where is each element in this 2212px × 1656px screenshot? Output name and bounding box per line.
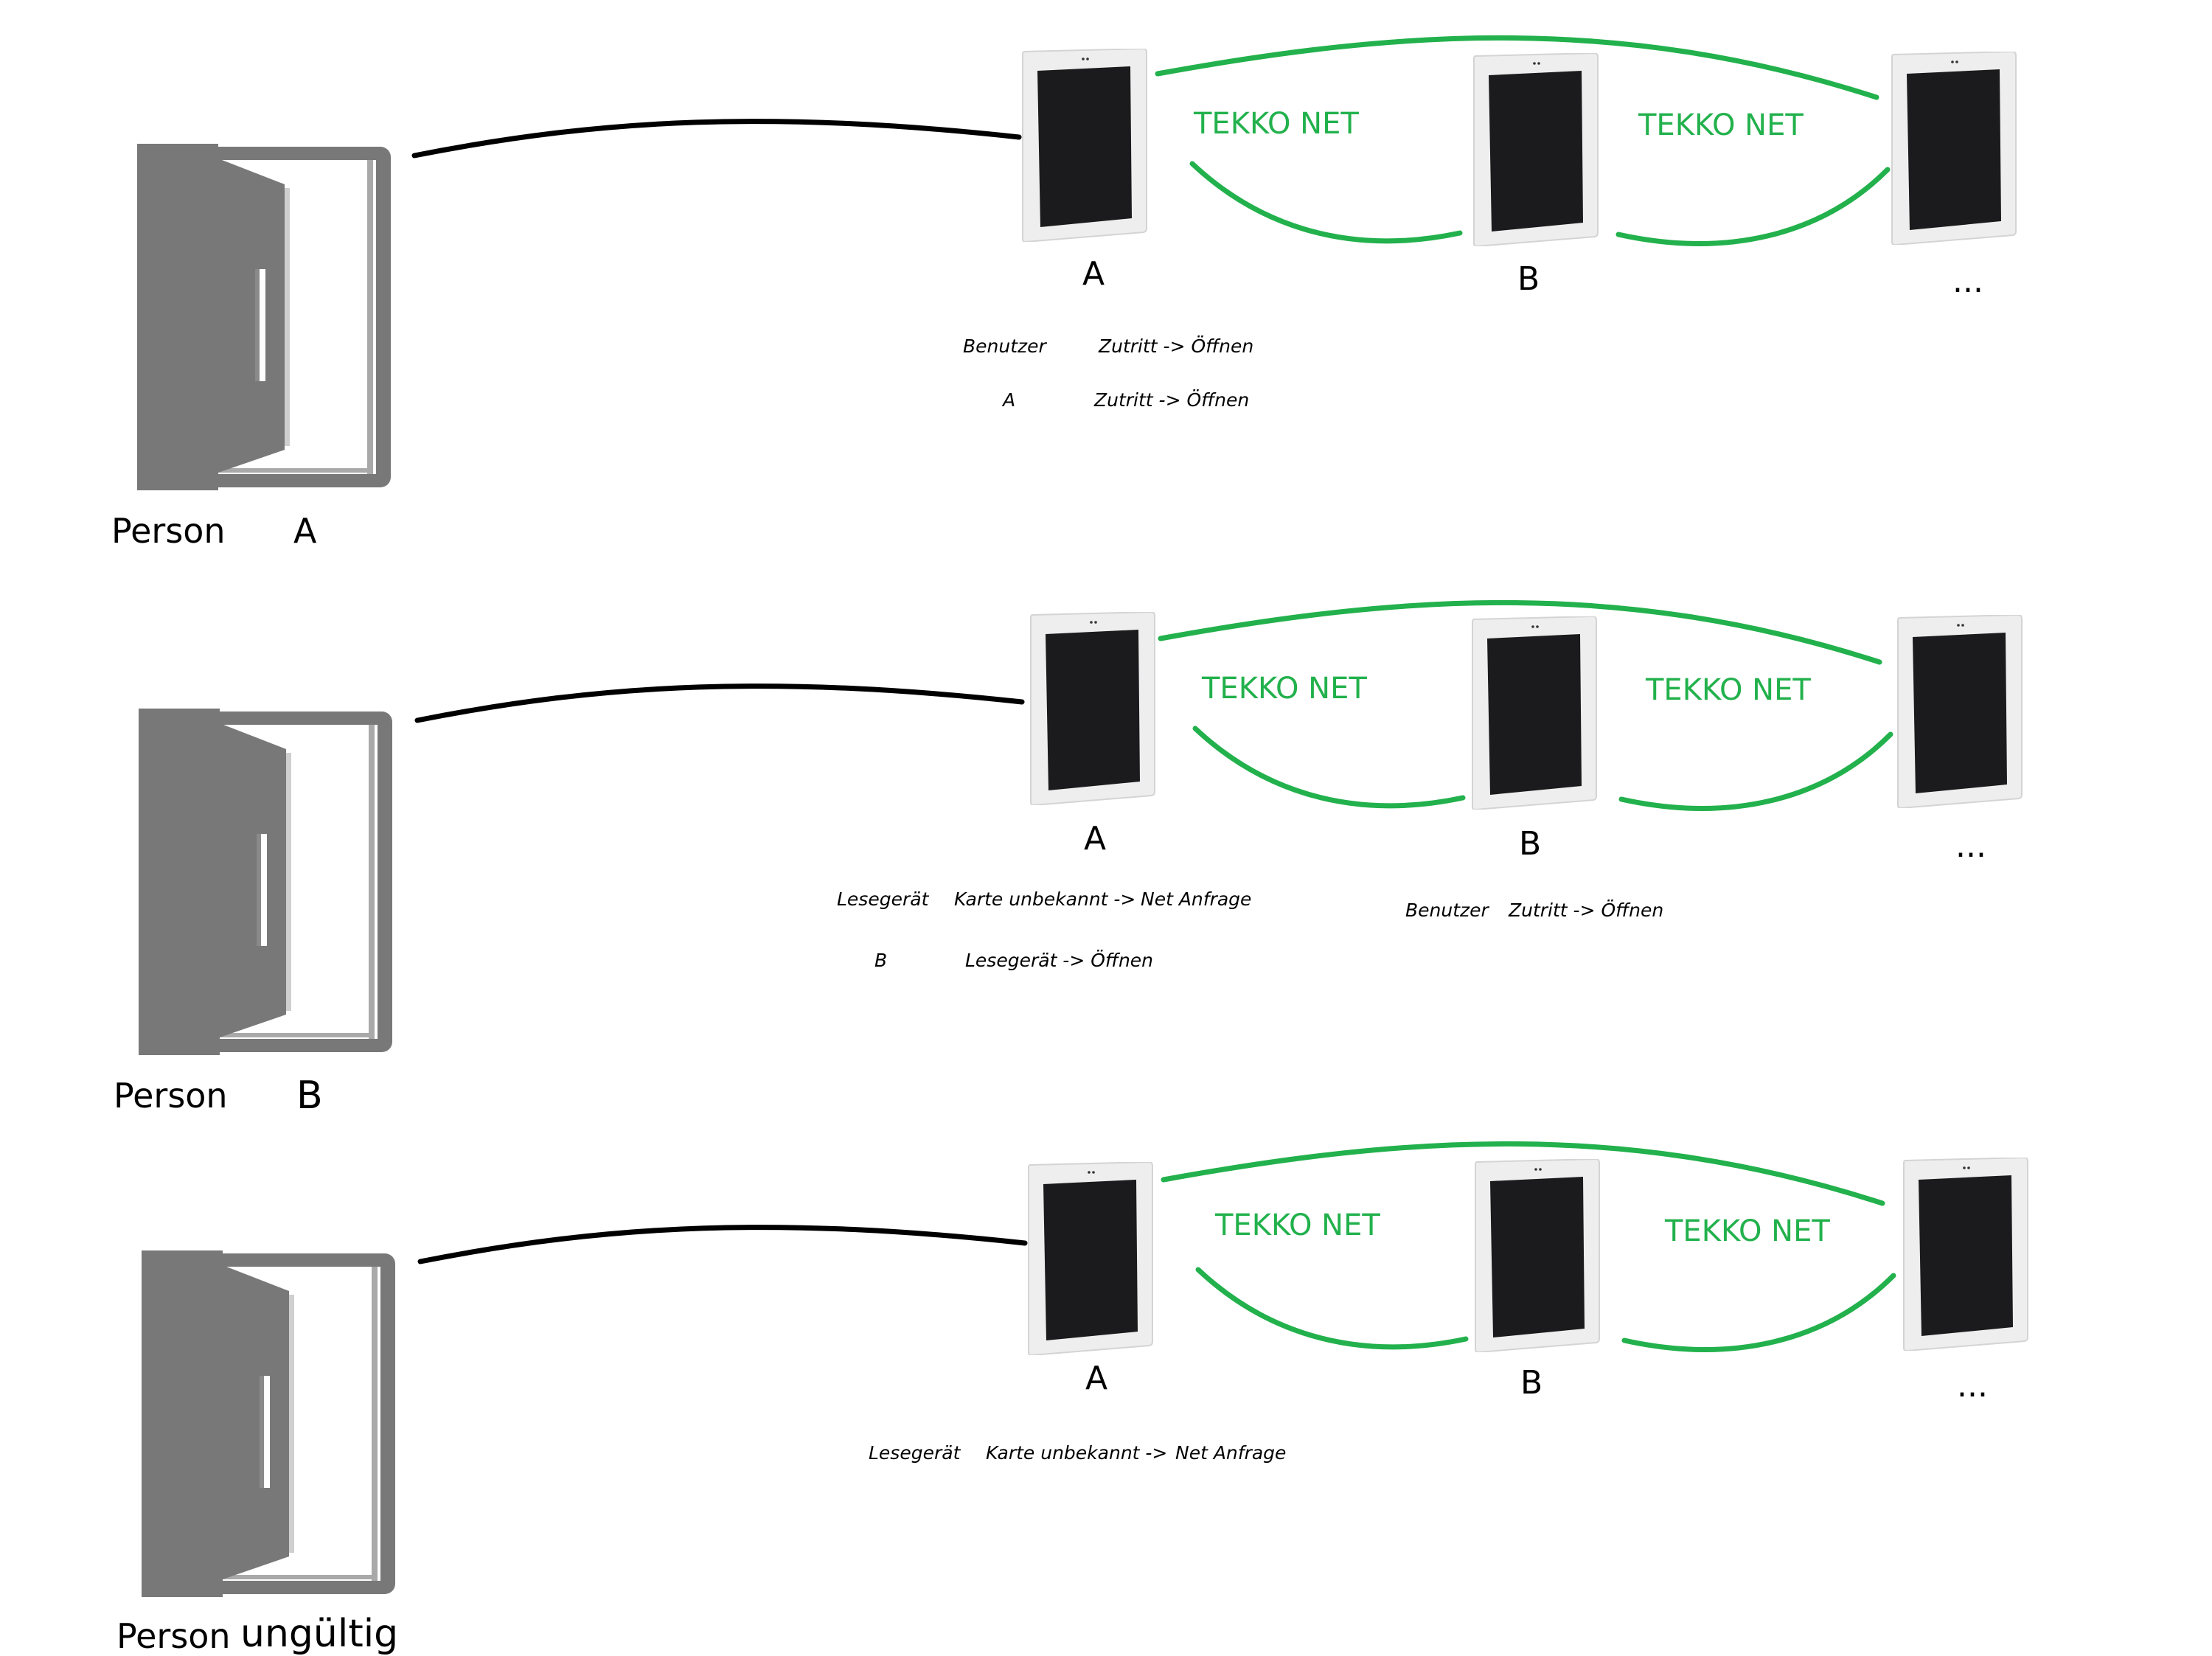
device-label-more: ... (1952, 262, 1983, 300)
network-label-bc: TEKKO NET (1665, 1214, 1830, 1248)
card-reader-more-icon (1902, 1158, 2029, 1351)
network-label-ab: TEKKO NET (1215, 1208, 1380, 1242)
device-label-more: ... (1955, 827, 1986, 865)
card-reader-a-icon (1027, 1162, 1154, 1355)
tekko-net-arc-low-bc (1621, 1273, 1896, 1352)
open-door-icon (139, 709, 395, 1055)
note-row1-col2: Karte unbekannt -> (954, 888, 1136, 910)
note-row1-col2: Karte unbekannt -> (986, 1442, 1168, 1464)
door-to-reader-wire (414, 683, 1025, 723)
note-row1-col2: Zutritt -> Öffnen (1099, 335, 1254, 357)
person-id: A (293, 511, 317, 551)
note-row2-col1: A (1003, 389, 1016, 411)
person-id: ungültig (240, 1612, 399, 1656)
tekko-net-arc-low-ab (1195, 1267, 1469, 1350)
device-label-b: B (1517, 260, 1540, 298)
device-label-more: ... (1957, 1367, 1988, 1405)
note-row2-col2: Zutritt -> Öffnen (1094, 389, 1250, 411)
person-label: Person (111, 511, 226, 551)
network-label-ab: TEKKO NET (1202, 672, 1367, 706)
door-to-reader-wire (417, 1225, 1028, 1264)
scenario-row-1: Person A A B ... TEKKO NET TEKKO NET Ben… (0, 0, 2212, 551)
tekko-net-arc-low-ab (1192, 726, 1466, 809)
open-door-icon (142, 1250, 398, 1597)
network-label-ab: TEKKO NET (1194, 107, 1359, 141)
note-row2-col1: B (874, 950, 888, 971)
person-label: Person (114, 1076, 228, 1116)
network-label-bc: TEKKO NET (1646, 673, 1811, 707)
tekko-net-arc-low-bc (1618, 731, 1893, 811)
device-label-b: B (1519, 825, 1542, 863)
remote-note-col1: Benutzer (1405, 900, 1489, 921)
card-reader-more-icon (1896, 615, 2023, 808)
network-label-bc: TEKKO NET (1638, 108, 1804, 142)
card-reader-b-icon (1474, 1159, 1601, 1352)
note-row1-col1: Lesegerät (837, 888, 929, 910)
note-row2-col2: Lesegerät -> Öffnen (965, 950, 1154, 971)
note-row1-col1: Lesegerät (869, 1442, 961, 1464)
card-reader-b-icon (1471, 616, 1598, 810)
device-label-a: A (1085, 1360, 1108, 1397)
person-id: B (296, 1074, 323, 1118)
scenario-row-2: Person B A B ... TEKKO NET TEKKO NET Les… (0, 0, 2212, 1115)
note-row1-col3: Net Anfrage (1141, 888, 1252, 910)
device-label-b: B (1520, 1364, 1543, 1402)
card-reader-a-icon (1029, 612, 1156, 805)
note-row1-col1: Benutzer (963, 335, 1046, 357)
remote-note-col2: Zutritt -> Öffnen (1509, 900, 1664, 921)
person-label: Person (116, 1616, 231, 1656)
note-row1-col3: Net Anfrage (1175, 1442, 1287, 1464)
device-label-a: A (1084, 820, 1107, 857)
device-label-a: A (1082, 255, 1105, 293)
